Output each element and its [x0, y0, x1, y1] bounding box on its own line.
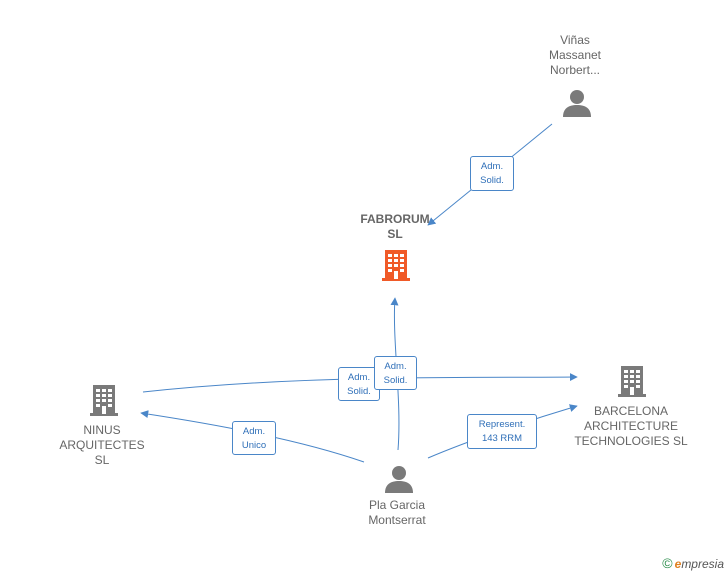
edge-label-pla-ninus[interactable]: Adm. Unico [232, 421, 276, 455]
copyright-symbol: © [662, 555, 673, 571]
person-icon[interactable] [562, 88, 592, 118]
person-icon[interactable] [384, 464, 414, 494]
building-icon[interactable] [88, 383, 120, 417]
edge-label-ninus-barcelona[interactable]: Adm. Solid. [338, 367, 380, 401]
brand-logo: empresia [674, 557, 724, 571]
node-ninus-name[interactable]: NINUS ARQUITECTES SL [59, 423, 145, 467]
edge-label-vinas-fabrorum[interactable]: Adm. Solid. [470, 156, 514, 191]
node-barcelona-name[interactable]: BARCELONA ARCHITECTURE TECHNOLOGIES SL [574, 404, 688, 448]
node-fabrorum-name[interactable]: FABRORUM SL [360, 212, 430, 241]
edge-label-pla-fabrorum[interactable]: Adm. Solid. [374, 356, 417, 390]
building-icon[interactable] [380, 248, 412, 282]
node-pla-name[interactable]: Pla Garcia Montserrat [368, 498, 426, 527]
edge-label-pla-barcelona[interactable]: Represent. 143 RRM [467, 414, 537, 449]
node-vinas-name[interactable]: Viñas Massanet Norbert... [548, 33, 602, 77]
footer-brand: ©empresia [662, 555, 724, 571]
building-icon[interactable] [616, 364, 648, 398]
